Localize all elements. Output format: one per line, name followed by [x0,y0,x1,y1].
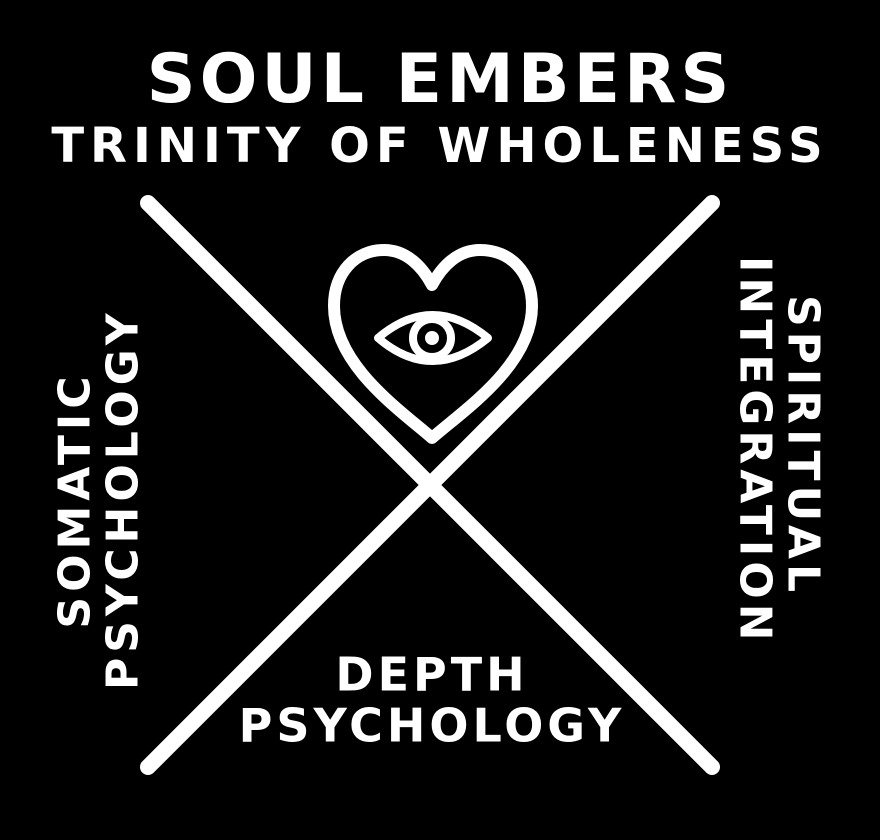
diagram-subtitle: TRINITY OF WHOLENESS [51,118,829,174]
label-line: PSYCHOLOGY [98,308,149,690]
label-line: INTEGRATION [729,256,780,646]
label-depth-psychology: DEPTH PSYCHOLOGY [222,649,642,750]
diagram-title: SOUL EMBERS [146,40,734,119]
label-line: PSYCHOLOGY [238,698,626,752]
label-line: SPIRITUAL [777,294,829,598]
iris [409,315,455,361]
label-spiritual-integration: SPIRITUAL INTEGRATION [729,256,829,646]
eye-icon [374,311,492,365]
label-line: SOMATIC [49,371,101,629]
pupil [425,331,439,345]
label-line: DEPTH [335,647,529,702]
diagonal-line-right-to-left [140,195,720,775]
label-somatic-psychology: SOMATIC PSYCHOLOGY [49,308,149,690]
